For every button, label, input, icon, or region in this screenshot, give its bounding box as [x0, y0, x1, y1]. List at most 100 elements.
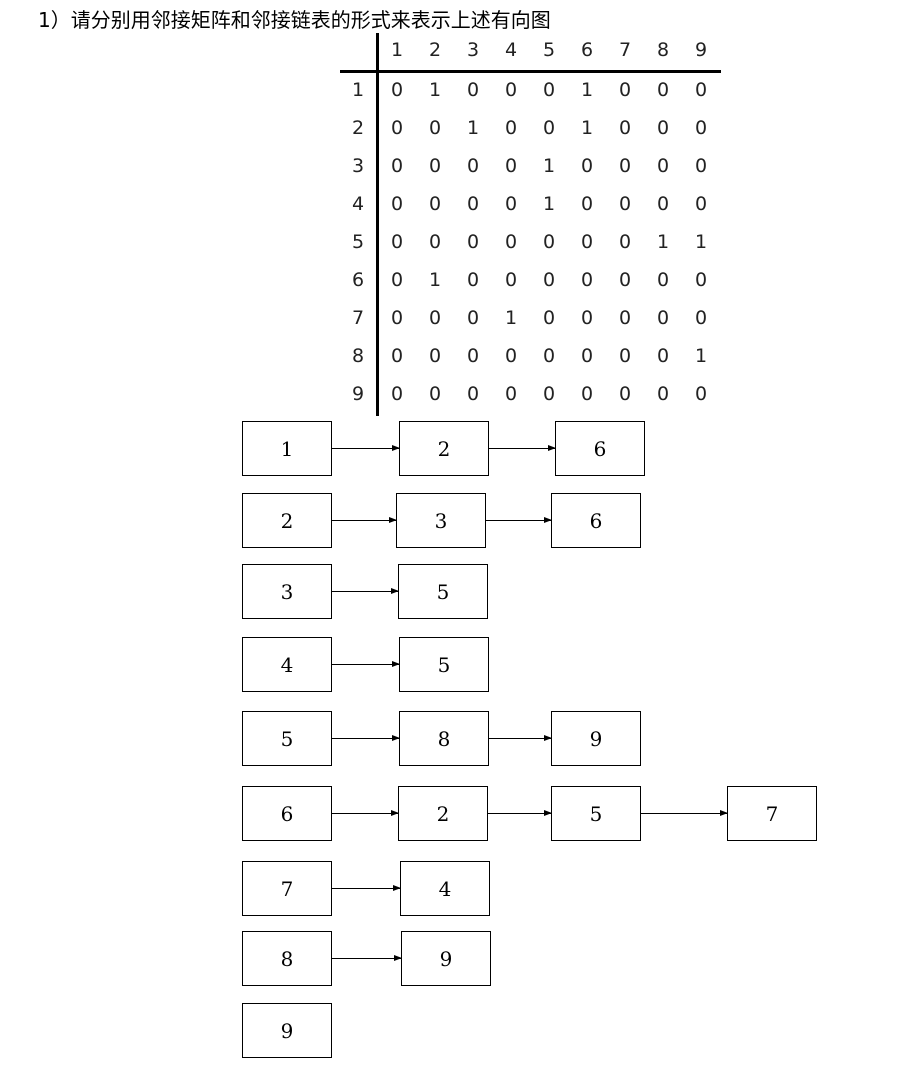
matrix-cell: 0: [618, 307, 632, 329]
matrix-cell: 0: [504, 79, 518, 101]
matrix-cell: 0: [504, 383, 518, 405]
list-node: 5: [399, 637, 489, 692]
list-node: 3: [396, 493, 486, 548]
matrix-col-header: 1: [390, 39, 404, 61]
matrix-cell: 0: [656, 345, 670, 367]
matrix-cell: 0: [694, 383, 708, 405]
matrix-cell: 1: [694, 345, 708, 367]
matrix-cell: 0: [694, 79, 708, 101]
arrow-icon: [332, 445, 400, 451]
list-node: 2: [399, 421, 489, 476]
matrix-cell: 0: [580, 345, 594, 367]
matrix-cell: 0: [428, 231, 442, 253]
matrix-cell: 0: [656, 269, 670, 291]
matrix-cell: 0: [466, 307, 480, 329]
matrix-cell: 0: [466, 79, 480, 101]
matrix-row-header: 3: [351, 155, 365, 177]
matrix-cell: 1: [580, 117, 594, 139]
matrix-cell: 0: [542, 345, 556, 367]
matrix-cell: 0: [428, 193, 442, 215]
list-head-node: 5: [242, 711, 332, 766]
matrix-cell: 0: [580, 231, 594, 253]
list-node: 6: [551, 493, 641, 548]
arrow-icon: [641, 810, 728, 816]
matrix-row-header: 4: [351, 193, 365, 215]
matrix-cell: 0: [656, 155, 670, 177]
list-head-node: 9: [242, 1003, 332, 1058]
matrix-row-header: 5: [351, 231, 365, 253]
matrix-cell: 0: [618, 383, 632, 405]
list-node: 9: [551, 711, 641, 766]
arrow-icon: [489, 445, 556, 451]
list-node: 8: [399, 711, 489, 766]
matrix-cell: 0: [466, 269, 480, 291]
question-title: 1）请分别用邻接矩阵和邻接链表的形式来表示上述有向图: [38, 8, 551, 32]
matrix-cell: 0: [390, 193, 404, 215]
matrix-col-header: 6: [580, 39, 594, 61]
matrix-cell: 0: [618, 193, 632, 215]
list-node: 7: [727, 786, 817, 841]
matrix-col-header: 7: [618, 39, 632, 61]
matrix-row-header: 7: [351, 307, 365, 329]
arrow-icon: [332, 661, 400, 667]
matrix-cell: 0: [466, 345, 480, 367]
matrix-cell: 0: [504, 269, 518, 291]
list-node: 5: [398, 564, 488, 619]
list-node: 6: [555, 421, 645, 476]
matrix-row-header: 6: [351, 269, 365, 291]
matrix-cell: 0: [390, 79, 404, 101]
matrix-cell: 0: [390, 155, 404, 177]
list-node: 2: [398, 786, 488, 841]
arrow-icon: [489, 735, 552, 741]
matrix-cell: 1: [504, 307, 518, 329]
arrow-icon: [332, 735, 400, 741]
matrix-cell: 0: [466, 193, 480, 215]
list-node: 4: [400, 861, 490, 916]
matrix-row-header: 2: [351, 117, 365, 139]
matrix-cell: 0: [466, 155, 480, 177]
matrix-cell: 0: [694, 193, 708, 215]
arrow-icon: [332, 588, 399, 594]
matrix-cell: 0: [504, 155, 518, 177]
list-head-node: 6: [242, 786, 332, 841]
arrow-icon: [332, 810, 399, 816]
matrix-cell: 0: [390, 269, 404, 291]
matrix-cell: 0: [618, 269, 632, 291]
matrix-row-header: 8: [351, 345, 365, 367]
list-head-node: 3: [242, 564, 332, 619]
matrix-cell: 0: [694, 155, 708, 177]
arrow-icon: [332, 955, 402, 961]
matrix-cell: 1: [466, 117, 480, 139]
list-head-node: 7: [242, 861, 332, 916]
matrix-cell: 0: [504, 193, 518, 215]
matrix-cell: 0: [618, 155, 632, 177]
arrow-icon: [488, 810, 552, 816]
matrix-cell: 0: [504, 117, 518, 139]
arrow-icon: [486, 517, 552, 523]
matrix-cell: 0: [542, 383, 556, 405]
matrix-cell: 0: [542, 269, 556, 291]
matrix-col-header: 4: [504, 39, 518, 61]
matrix-cell: 0: [504, 231, 518, 253]
matrix-cell: 0: [390, 307, 404, 329]
matrix-cell: 0: [390, 383, 404, 405]
matrix-cell: 0: [618, 79, 632, 101]
matrix-cell: 0: [390, 345, 404, 367]
matrix-cell: 0: [656, 117, 670, 139]
matrix-cell: 0: [428, 155, 442, 177]
matrix-horizontal-rule: [340, 70, 721, 73]
matrix-col-header: 2: [428, 39, 442, 61]
matrix-cell: 1: [542, 193, 556, 215]
matrix-cell: 1: [542, 155, 556, 177]
matrix-cell: 0: [504, 345, 518, 367]
matrix-col-header: 3: [466, 39, 480, 61]
matrix-cell: 1: [656, 231, 670, 253]
matrix-cell: 0: [618, 231, 632, 253]
matrix-row-header: 1: [351, 79, 365, 101]
matrix-cell: 0: [542, 79, 556, 101]
matrix-cell: 1: [428, 269, 442, 291]
arrow-icon: [332, 517, 397, 523]
matrix-cell: 0: [656, 307, 670, 329]
matrix-cell: 0: [580, 155, 594, 177]
